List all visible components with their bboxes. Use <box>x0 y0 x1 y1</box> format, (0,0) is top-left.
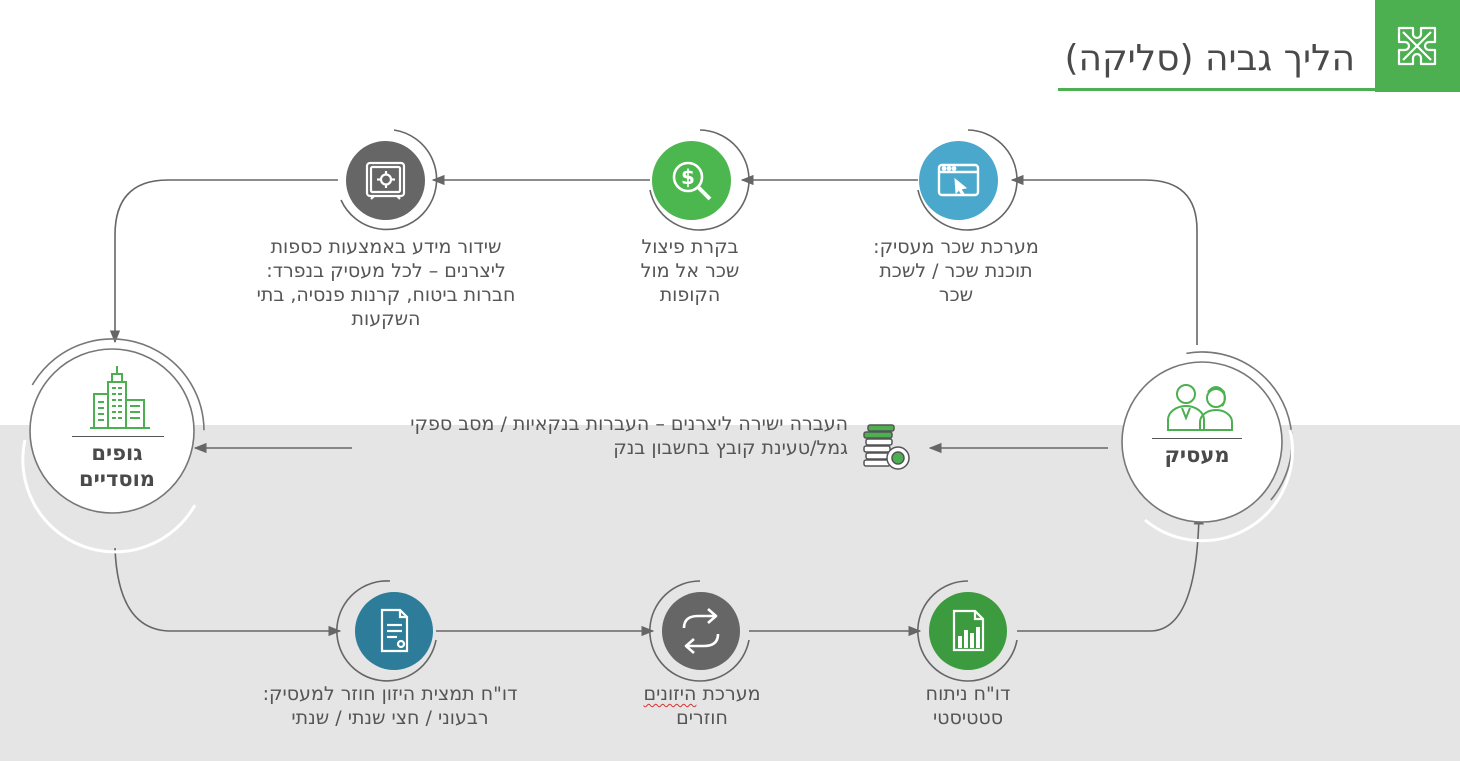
safe-icon <box>365 161 406 200</box>
payroll-system-line-3: שכר <box>938 284 974 306</box>
payroll-system-line-2: תוכנת שכר / לשכת <box>879 260 1033 282</box>
feedback-system-word-2: היזונים <box>643 683 697 705</box>
people-icon <box>1167 384 1233 431</box>
data-transmission-line-2: ליצרנים – לכל מעסיק בנפרד: <box>266 260 506 282</box>
statistics-report-step <box>929 592 1007 670</box>
connector-safe-to-institutions <box>109 179 338 344</box>
statistics-report-icon <box>952 609 985 652</box>
connector-stats-to-employer <box>1017 511 1204 632</box>
feedback-system-word-1: מערכת <box>702 683 761 705</box>
employer-node-circle <box>1121 361 1283 523</box>
buildings-icon <box>90 366 150 429</box>
payroll-window-icon <box>937 163 980 197</box>
institutions-node-label: גופים מוסדיים <box>62 440 172 492</box>
coins-icon <box>863 424 910 470</box>
salary-split-step: $ <box>652 141 731 220</box>
statistics-report-line-1: דו"ח ניתוח <box>925 683 1011 705</box>
statistics-report-label: דו"ח ניתוח סטטיסטי <box>888 682 1048 730</box>
payroll-system-step <box>919 141 998 220</box>
feedback-system-label: מערכת היזונים חוזרים <box>612 682 792 730</box>
connector-institutions-to-document <box>114 547 342 637</box>
institutions-node-divider <box>72 436 164 437</box>
direct-transfer-label: העברה ישירה ליצרנים – העברות בנקאיות / מ… <box>352 412 848 460</box>
employer-node-label: מעסיק <box>1164 443 1230 467</box>
feedback-summary-line-2: רבעוני / חצי שנתי / שנתי <box>291 707 489 729</box>
data-transmission-line-4: השקעות <box>351 308 421 330</box>
refresh-arrows-icon <box>682 608 720 654</box>
title-icon-box <box>1375 0 1460 92</box>
institutions-label-line-1: גופים <box>91 441 143 465</box>
feedback-summary-report-label: דו"ח תמצית היזון חוזר למעסיק: רבעוני / ח… <box>240 682 540 730</box>
salary-split-line-3: הקופות <box>659 284 721 306</box>
feedback-summary-line-1: דו"ח תמצית היזון חוזר למעסיק: <box>262 683 518 705</box>
salary-split-line-1: בקרת פיצול <box>641 236 739 258</box>
salary-split-line-2: שכר אל מול <box>640 260 740 282</box>
title-underline <box>1058 88 1375 91</box>
institutions-label-line-2: מוסדיים <box>78 467 155 491</box>
employer-node-divider <box>1152 438 1242 439</box>
feedback-system-line-2: חוזרים <box>676 707 728 729</box>
institutions-node-circle <box>29 348 195 514</box>
data-transmission-line-1: שידור מידע באמצעות כספות <box>270 236 502 258</box>
statistics-report-line-2: סטטיסטי <box>932 707 1004 729</box>
feedback-system-step <box>662 592 740 670</box>
feedback-system-line-1: מערכת היזונים <box>612 682 792 706</box>
direct-transfer-line-1: העברה ישירה ליצרנים – העברות בנקאיות / מ… <box>410 413 848 435</box>
title-bar: הליך גביה (סליקה) <box>1058 0 1460 92</box>
feedback-summary-report-step <box>355 592 433 670</box>
payroll-system-label: מערכת שכר מעסיק: תוכנת שכר / לשכת שכר <box>851 235 1061 307</box>
document-icon <box>380 608 409 653</box>
direct-transfer-line-2: גמל/טעינת קובץ בחשבון בנק <box>613 437 848 459</box>
data-transmission-step <box>346 141 425 220</box>
connector-employer-to-payroll <box>1010 174 1198 345</box>
payroll-system-line-1: מערכת שכר מעסיק: <box>873 236 1039 258</box>
data-transmission-label: שידור מידע באמצעות כספות ליצרנים – לכל מ… <box>226 235 546 331</box>
puzzle-icon <box>1397 26 1437 66</box>
salary-split-label: בקרת פיצול שכר אל מול הקופות <box>610 235 770 307</box>
dollar-magnifier-icon: $ <box>672 161 712 201</box>
page-title: הליך גביה (סליקה) <box>1064 38 1356 79</box>
data-transmission-line-3: חברות ביטוח, קרנות פנסיה, בתי <box>256 284 516 306</box>
svg-text:$: $ <box>681 165 695 189</box>
